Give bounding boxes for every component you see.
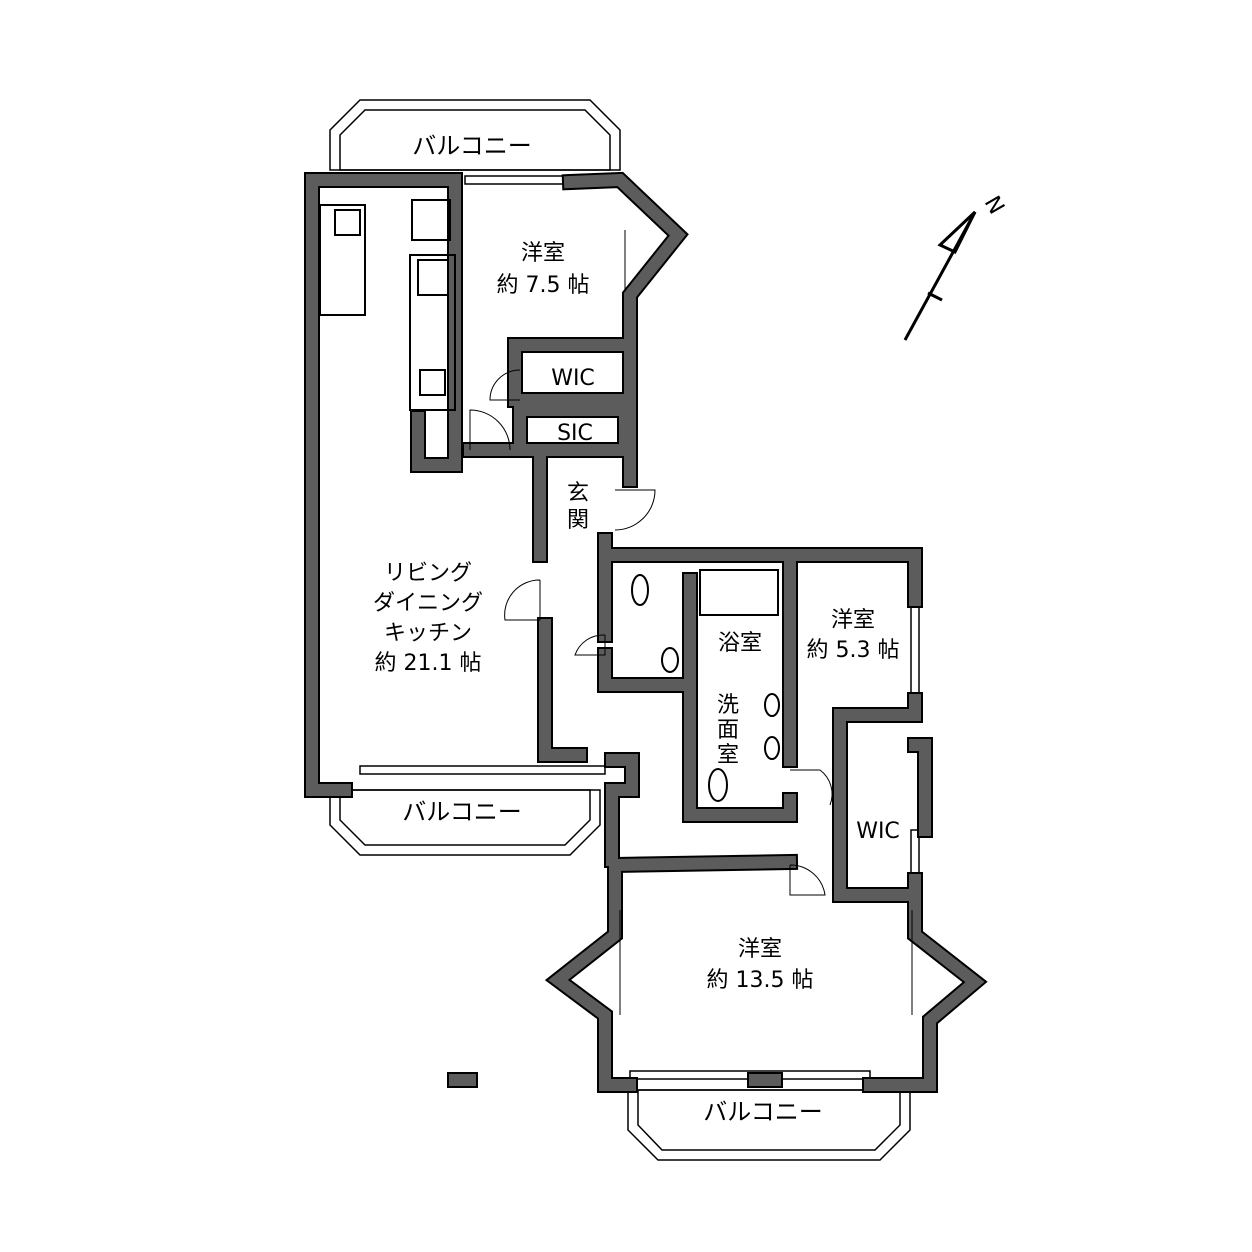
- bath-label: 浴室: [718, 631, 762, 656]
- kitchen-counter: [409, 254, 456, 411]
- stove-icon: [417, 259, 449, 296]
- door-swing: [790, 769, 833, 806]
- bedroom3-size: 約 13.5 帖: [707, 968, 814, 993]
- ldk-label-1: リビング: [384, 561, 472, 586]
- balcony-top: [329, 99, 621, 171]
- wall: [784, 549, 921, 606]
- entrance-label-1: 玄: [567, 481, 589, 506]
- ldk-size: 約 21.1 帖: [375, 651, 482, 676]
- toilet-icon: [708, 768, 728, 802]
- entrance-label-2: 関: [567, 508, 589, 533]
- labels: バルコニー バルコニー バルコニー 洋室 約 7.5 帖 WIC SIC 玄 関…: [373, 132, 900, 1126]
- fixtures: [319, 199, 913, 1015]
- wall: [909, 739, 931, 836]
- balcony-ldk-label: バルコニー: [402, 798, 522, 826]
- door-swing: [574, 634, 606, 656]
- washroom-label-1: 洗: [717, 693, 739, 718]
- wall: [834, 754, 921, 901]
- toilet-icon: [631, 574, 649, 606]
- door-swing: [789, 864, 826, 896]
- sink-icon: [334, 209, 361, 236]
- door-swing: [489, 369, 521, 401]
- door-swing: [504, 579, 541, 621]
- washbasin-icon: [661, 647, 679, 673]
- balcony-bottom-label: バルコニー: [703, 1098, 823, 1126]
- wall: [548, 859, 636, 1091]
- bedroom2-size: 約 5.3 帖: [807, 638, 900, 663]
- wall-outline: [782, 547, 923, 608]
- bedroom1-name: 洋室: [521, 241, 565, 266]
- door-swing: [614, 489, 656, 531]
- fridge-space: [411, 199, 451, 241]
- north-label: N: [979, 192, 1009, 219]
- bathtub-icon: [699, 569, 779, 616]
- washroom-label-2: 面: [717, 718, 739, 743]
- wall: [599, 649, 796, 821]
- wall: [864, 889, 985, 1091]
- bedroom3-name: 洋室: [738, 937, 782, 962]
- washbasin-icon: [764, 736, 780, 760]
- kitchen-sink-icon: [419, 369, 446, 396]
- balcony-top-label: バルコニー: [412, 132, 532, 160]
- north-arrow-icon: N: [903, 192, 1009, 341]
- wall: [514, 404, 631, 456]
- wall: [464, 444, 546, 561]
- bedroom2-name: 洋室: [831, 608, 875, 633]
- wall-outline: [462, 442, 548, 563]
- wic2-label: WIC: [856, 819, 900, 844]
- balcony-ldk: [329, 789, 601, 856]
- wall: [608, 855, 797, 872]
- wic1-label: WIC: [551, 366, 595, 391]
- ldk-label-2: ダイニング: [373, 591, 483, 616]
- wall: [834, 694, 921, 796]
- wall: [539, 619, 586, 761]
- ldk-label-3: キッチン: [384, 621, 472, 646]
- wall: [306, 174, 351, 796]
- sic-label: SIC: [557, 421, 593, 446]
- door-swing: [469, 409, 511, 451]
- washbasin-icon: [764, 693, 780, 717]
- washroom-label-3: 室: [717, 743, 739, 768]
- wall: [606, 754, 638, 866]
- bedroom1-size: 約 7.5 帖: [497, 273, 590, 298]
- wall: [563, 173, 687, 486]
